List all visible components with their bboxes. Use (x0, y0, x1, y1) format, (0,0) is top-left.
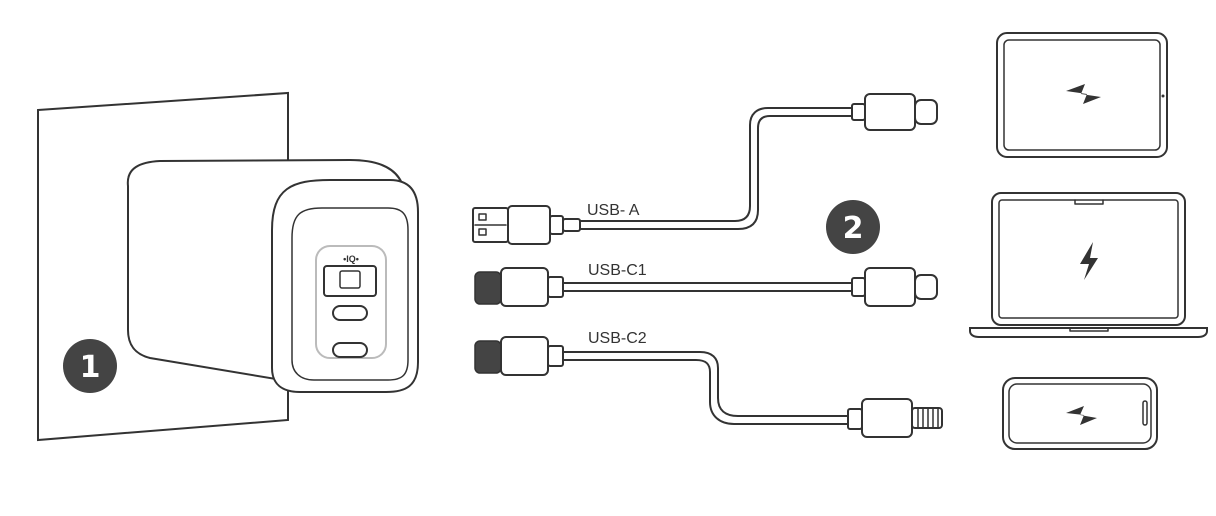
lightning-bolt-icon (1080, 242, 1098, 280)
svg-text:2: 2 (843, 211, 864, 246)
usb-c-plug-dark (474, 271, 502, 305)
lightning-bolt-icon (1066, 84, 1101, 104)
lightning-plug (861, 398, 913, 438)
usb-a-port (323, 265, 377, 297)
wall-charger: •IQ• (126, 158, 419, 393)
cable-label-usb-a: USB- A (587, 202, 640, 219)
phone-icon (1002, 377, 1158, 450)
svg-text:1: 1 (80, 350, 101, 385)
lightning-bolt-icon (1066, 406, 1097, 425)
laptop-icon (969, 192, 1208, 338)
usb-c-plug-dark (474, 340, 502, 374)
usb-c-plug (864, 267, 916, 307)
cable-label-usb-c1: USB-C1 (588, 262, 647, 279)
cable-usb-c2: USB-C2 (474, 330, 943, 438)
usb-c1-port (332, 305, 368, 321)
step-1-badge: 1 (63, 339, 117, 393)
cable-label-usb-c2: USB-C2 (588, 330, 647, 347)
iq-brand-mark: •IQ• (343, 254, 359, 264)
tablet-icon (996, 32, 1168, 158)
usb-c-plug (864, 93, 916, 131)
cable-usb-a: USB- A (472, 93, 938, 245)
step-2-badge: 2 (826, 200, 880, 254)
cable-usb-c1: USB-C1 (474, 262, 938, 307)
usb-c2-port (332, 342, 368, 358)
